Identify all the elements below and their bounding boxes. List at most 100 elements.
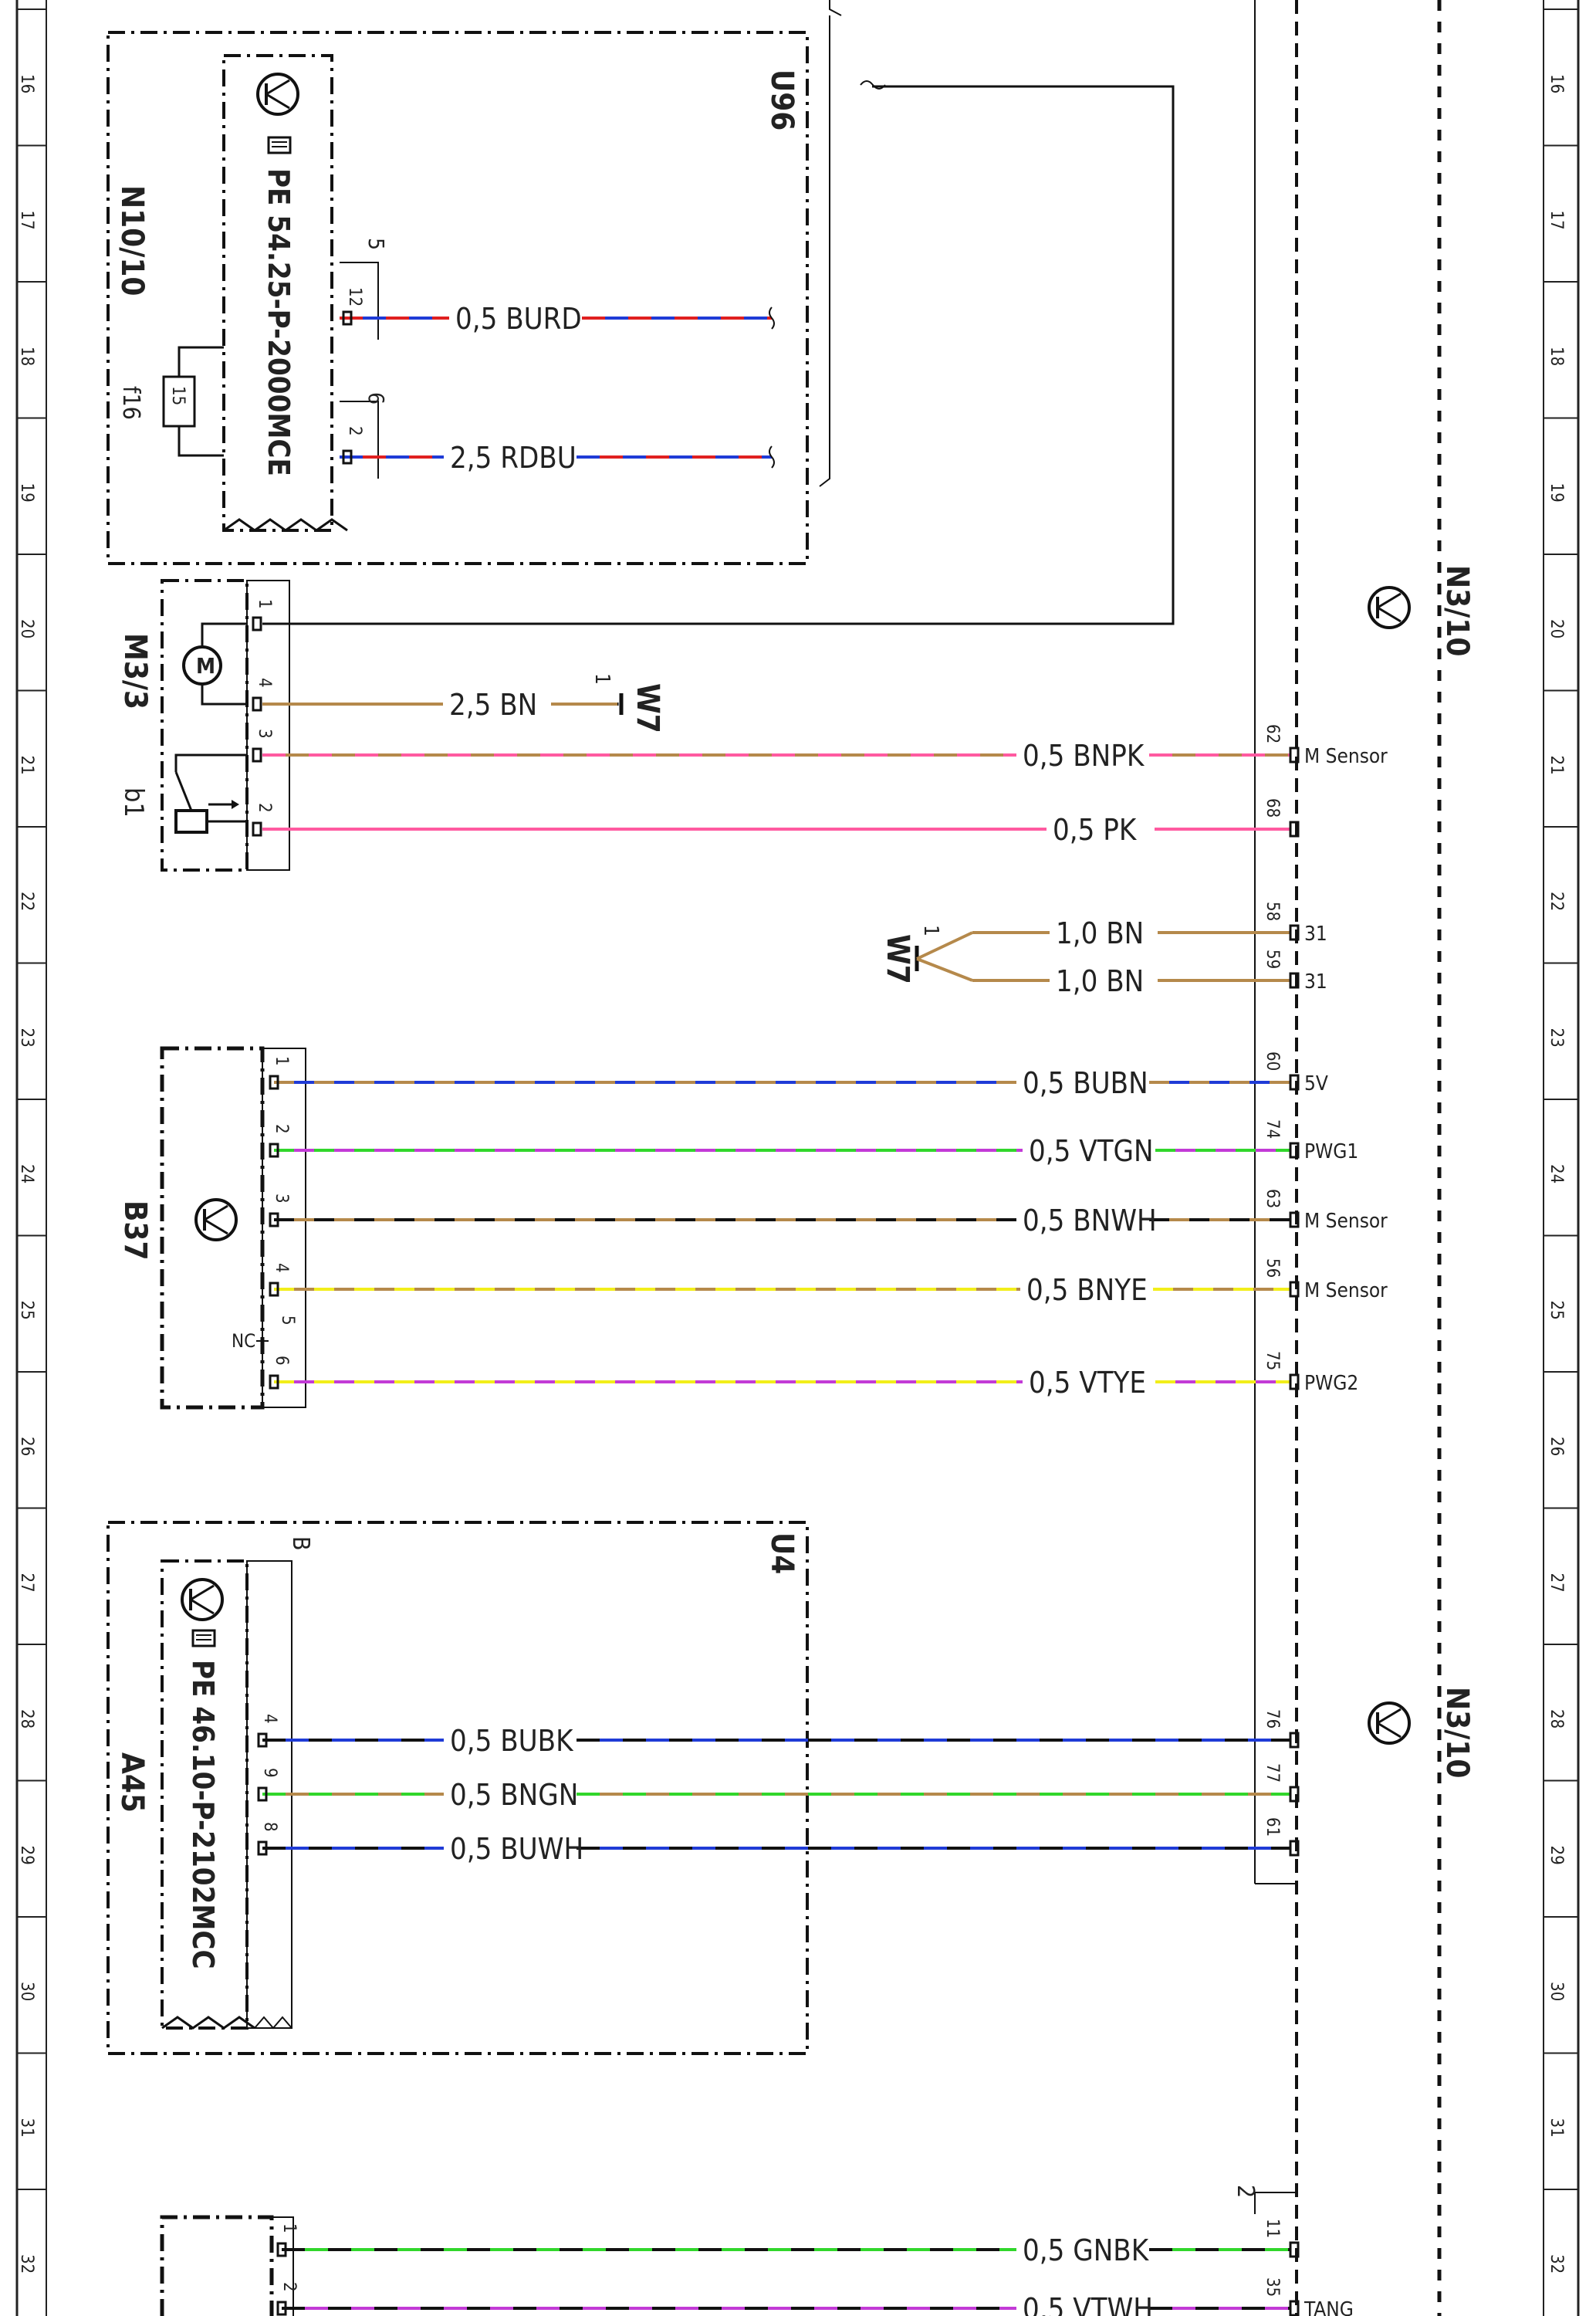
ruler-number-right: 29 <box>1547 1846 1566 1865</box>
bottom-conn-id: 2 <box>1232 2185 1259 2198</box>
module-bottom <box>160 2215 294 2316</box>
n3-pin-label: 58 <box>1263 902 1282 921</box>
ground-w7-lower: W7 1 <box>880 925 942 984</box>
n3-signal-label: TANG <box>1304 2298 1354 2316</box>
source-pin-label: 1 <box>279 2223 299 2233</box>
n3-pin-label: 61 <box>1263 1817 1282 1837</box>
n3-pin-label: 76 <box>1263 1709 1282 1729</box>
wire-b37-pin4: 4 0,5 BNYE 56 M Sensor <box>269 1258 1388 1307</box>
ruler-number-right: 26 <box>1547 1437 1566 1456</box>
module-u4: U4 B PE 46.10-P-2102MCC A45 <box>107 1521 809 2055</box>
source-pin-label: 3 <box>255 729 274 739</box>
u96-bracket <box>262 0 1175 625</box>
source-pin-label: 3 <box>272 1194 291 1204</box>
ruler-number-left: 19 <box>17 483 36 503</box>
ruler-number-right: 23 <box>1547 1028 1566 1048</box>
wire-m33-pin1: 1 <box>252 599 274 631</box>
u4-component-label: A45 <box>114 1752 150 1813</box>
ruler-number-left: 32 <box>17 2254 36 2274</box>
u4-part-ref: PE 46.10-P-2102MCC <box>186 1660 220 1969</box>
wire-label: 0,5 BURD <box>455 302 582 336</box>
u4-id-label: U4 <box>764 1532 800 1574</box>
ruler-number-left: 28 <box>17 1709 36 1729</box>
wire-label: 2,5 RDBU <box>450 441 577 475</box>
n3-pin-label: 56 <box>1263 1258 1282 1278</box>
ruler-number-left: 17 <box>17 211 36 230</box>
ruler-number-right: 27 <box>1547 1573 1566 1593</box>
source-pin-label: 1 <box>255 599 274 609</box>
b37-id-label: B37 <box>117 1200 153 1261</box>
n3-pin-label: 62 <box>1263 724 1282 743</box>
module-m33: M3/3 M b1 <box>117 579 290 872</box>
ruler-number-right: 28 <box>1547 1709 1566 1729</box>
w7-upper-pin: 1 <box>590 673 614 685</box>
source-pin-label: 2 <box>272 1124 291 1134</box>
wire-label: 0,5 VTGN <box>1029 1134 1154 1168</box>
source-pin-label: 2 <box>279 2282 299 2292</box>
fuse-value: 15 <box>168 386 188 405</box>
n3-pin-label: 11 <box>1263 2219 1282 2238</box>
source-pin-label: 1 <box>272 1056 291 1066</box>
n3-pin-label: 75 <box>1263 1351 1282 1370</box>
source-pin-label: 4 <box>260 1714 279 1724</box>
ruler-number-right: 18 <box>1547 347 1566 366</box>
source-pin-label: 2 <box>345 426 364 436</box>
ruler-number-left: 22 <box>17 892 36 911</box>
ruler-number-left: 25 <box>17 1301 36 1320</box>
wire-m33-pin4: 42,5 BN <box>252 678 617 722</box>
n3-signal-label: M Sensor <box>1304 745 1388 768</box>
module-b37: B37 NC 5 <box>117 1046 306 1410</box>
ground-w7-upper: W7 1 <box>590 673 665 733</box>
ruler-number-left: 21 <box>17 756 36 775</box>
motor-icon: M <box>182 622 247 706</box>
b37-nc-label: NC <box>232 1330 255 1352</box>
n3-signal-label: PWG1 <box>1304 1140 1358 1163</box>
ruler-number-right: 24 <box>1547 1164 1566 1183</box>
u96-id-label: U96 <box>764 69 800 130</box>
position-switch-icon: b1 <box>118 753 247 834</box>
ruler-number-right: 16 <box>1547 74 1566 93</box>
ruler-number-left: 23 <box>17 1028 36 1048</box>
wire-m33-pin3: 3 0,5 BNPK 62 M Sensor <box>252 724 1388 773</box>
n3-signal-label: M Sensor <box>1304 1210 1388 1233</box>
u96-conn5-id: 5 <box>363 238 389 250</box>
fuse-id: f16 <box>117 386 144 420</box>
wire-label: 0,5 VTWH <box>1023 2292 1153 2316</box>
b37-sensor-icon <box>194 1198 238 1241</box>
wire-label: 0,5 BUBN <box>1023 1066 1148 1100</box>
wire-label: 0,5 BUBK <box>450 1724 574 1758</box>
source-pin-label: 6 <box>272 1356 291 1366</box>
u4-connector-id: B <box>287 1536 314 1551</box>
ruler-number-right: 32 <box>1547 2254 1566 2274</box>
n3-pin-label: 60 <box>1263 1051 1282 1071</box>
u96-hand-pointer-icon <box>267 136 292 154</box>
wire-label: 0,5 PK <box>1053 813 1138 847</box>
n3-pin-label: 68 <box>1263 798 1282 818</box>
n3-signal-label: PWG2 <box>1304 1372 1358 1395</box>
n3-signal-label: M Sensor <box>1304 1279 1388 1302</box>
m33-id-label: M3/3 <box>117 633 153 709</box>
wire-label: 0,5 BNWH <box>1023 1204 1157 1238</box>
wire-label: 0,5 BNYE <box>1026 1273 1148 1307</box>
n3-10-transistor-icon-bottom <box>1368 1701 1411 1745</box>
ruler-number-left: 26 <box>17 1437 36 1456</box>
source-pin-label: 12 <box>345 287 364 306</box>
n3-pin-label: 35 <box>1263 2277 1282 2297</box>
n3-pin-label: 77 <box>1263 1763 1282 1783</box>
ruler-number-left: 16 <box>17 74 36 93</box>
svg-text:M: M <box>196 653 215 679</box>
switch-id: b1 <box>118 787 149 818</box>
wire-label: 0,5 BNPK <box>1023 739 1145 773</box>
source-pin-label: 4 <box>272 1263 291 1273</box>
n3-10-id-label-bottom: N3/10 <box>1439 1687 1475 1778</box>
